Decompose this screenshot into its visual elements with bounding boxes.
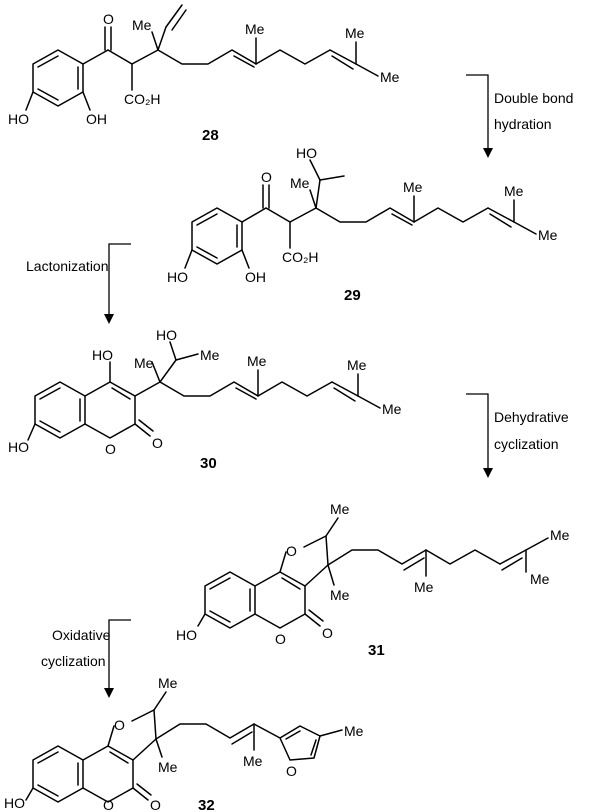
compound-28-me-c: Me [380,69,400,85]
step-1: Double bond hydration [466,74,573,158]
compound-29-ketone-o: O [261,169,272,185]
compound-31-me-c: Me [530,571,550,587]
compound-30-me-side: Me [200,347,220,363]
step-3-label-line-2: cyclization [494,436,559,452]
compound-32: O Me Me Me O Me O O HO 32 [4,675,364,812]
compound-30-me: Me [134,355,154,371]
compound-29: O HO Me Me Me Me CO₂H OH HO 29 [167,145,558,304]
compound-30-carbonyl-o: O [152,435,163,451]
compound-32-bonds [25,691,343,803]
step-2-label: Lactonization [26,258,109,274]
compound-32-me-top: Me [158,675,178,691]
compound-28-me: Me [132,17,152,33]
compound-30-me-c: Me [382,401,402,417]
compound-29-oh-ring: OH [245,269,266,285]
step-4: Oxidative cyclization [41,619,131,698]
step-3: Dehydrative cyclization [466,393,569,478]
step-2-arrowhead [104,314,114,324]
compound-29-me-c: Me [538,227,558,243]
compound-28: O Me Me Me Me CO₂H OH HO 28 [8,4,400,144]
compound-31-carbonyl-o: O [322,625,333,641]
compound-28-me-a: Me [245,21,265,37]
step-2-arrow [108,243,131,318]
step-4-label-line-2: cyclization [41,653,106,669]
step-3-arrow [466,393,489,472]
compound-29-ho-side: HO [296,145,317,161]
compound-31-me-quat: Me [330,587,350,603]
step-4-arrow [108,619,131,692]
compound-30-number: 30 [200,455,217,472]
compound-30-ho-4: HO [92,347,113,363]
compound-28-bonds [25,4,379,111]
compound-31-furan-o: O [286,543,297,559]
compound-32-furyl-me: Me [344,723,364,739]
compound-31-bonds [197,517,549,629]
compound-28-me-b: Me [345,25,365,41]
compound-32-number: 32 [198,797,215,812]
step-1-label-line-1: Double bond [494,90,573,106]
compound-31: O Me Me Me Me Me O O HO 31 [176,501,570,659]
compound-29-number: 29 [344,287,361,304]
compound-30-me-b: Me [347,357,367,373]
compound-30-me-a: Me [247,353,267,369]
compound-28-co2h: CO₂H [124,91,161,107]
step-3-arrowhead [483,468,493,478]
step-1-label-line-2: hydration [494,116,552,132]
compound-32-furan-o: O [114,717,125,733]
compound-32-me-quat: Me [158,759,178,775]
step-1-arrow [466,74,489,152]
step-4-arrowhead [104,688,114,698]
compound-28-oh-ring: OH [86,111,107,127]
compound-31-me-a: Me [414,579,434,595]
compound-32-me-chain: Me [243,753,263,769]
compound-29-bonds [184,159,537,269]
compound-30-ho-side: HO [156,327,177,343]
compound-29-co2h: CO₂H [282,249,319,265]
compound-30-ring-o: O [105,441,116,457]
compound-28-ketone-o: O [103,11,114,27]
step-1-arrowhead [483,148,493,158]
step-2: Lactonization [26,243,131,324]
compound-32-ho-7: HO [4,795,25,811]
compound-32-carbonyl-o: O [150,797,161,812]
compound-31-number: 31 [368,642,385,659]
compound-29-ho-ring: HO [167,269,188,285]
compound-31-ho-7: HO [176,627,197,643]
compound-29-me-a: Me [403,179,423,195]
compound-30-bonds [27,341,381,441]
step-4-label-line-1: Oxidative [52,627,111,643]
compound-30: HO HO Me Me Me Me Me O O HO 30 [8,327,402,472]
compound-28-number: 28 [202,127,219,144]
compound-31-ring-o: O [275,631,286,647]
compound-29-me: Me [290,175,310,191]
compound-28-ho-ring: HO [8,111,29,127]
compound-31-me-b: Me [550,527,570,543]
compound-32-ring-o: O [103,797,114,812]
compound-30-ho-7: HO [8,439,29,455]
compound-31-me-top: Me [330,501,350,517]
compound-32-furyl-o: O [286,763,297,779]
compound-29-me-b: Me [504,183,524,199]
step-3-label-line-1: Dehydrative [494,409,569,425]
